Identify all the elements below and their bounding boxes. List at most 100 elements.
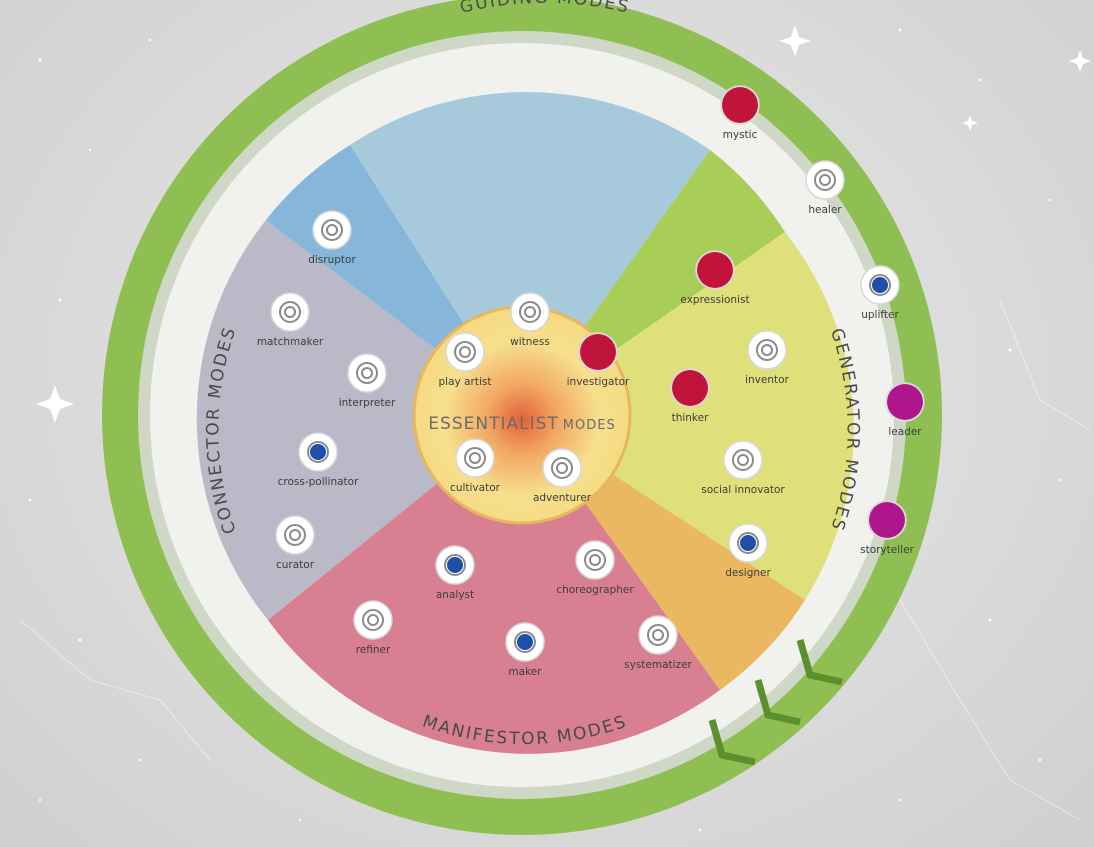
red-marker-icon bbox=[672, 370, 708, 406]
target-icon bbox=[747, 330, 787, 370]
target-ring-icon bbox=[444, 554, 466, 576]
mode-node-choreographer[interactable]: choreographer bbox=[556, 540, 634, 596]
target-center-icon bbox=[589, 554, 601, 566]
mode-node-play-artist[interactable]: play artist bbox=[439, 332, 492, 388]
mode-node-adventurer[interactable]: adventurer bbox=[533, 448, 592, 504]
mode-label: systematizer bbox=[624, 659, 692, 671]
mode-node-refiner[interactable]: refiner bbox=[353, 600, 393, 656]
target-ring-icon bbox=[464, 447, 486, 469]
magenta-marker-icon bbox=[887, 384, 923, 420]
target-center-icon bbox=[367, 614, 379, 626]
mode-node-interpreter[interactable]: interpreter bbox=[339, 353, 396, 409]
mode-label: social innovator bbox=[701, 484, 785, 496]
target-icon bbox=[270, 292, 310, 332]
target-center-icon bbox=[284, 306, 296, 318]
target-ring-icon bbox=[284, 524, 306, 546]
target-ring-icon bbox=[279, 301, 301, 323]
mode-node-leader[interactable]: leader bbox=[885, 382, 925, 438]
target-icon bbox=[353, 600, 393, 640]
mode-label: maker bbox=[508, 666, 542, 678]
mode-node-disruptor[interactable]: disruptor bbox=[308, 210, 356, 266]
target-ring-icon bbox=[756, 339, 778, 361]
mode-label: disruptor bbox=[308, 254, 356, 266]
red-marker-icon bbox=[697, 252, 733, 288]
mode-label: thinker bbox=[672, 412, 710, 424]
mode-node-cultivator[interactable]: cultivator bbox=[450, 438, 501, 494]
mode-node-storyteller[interactable]: storyteller bbox=[860, 500, 915, 556]
target-icon bbox=[445, 332, 485, 372]
target-center-icon bbox=[524, 306, 536, 318]
mode-node-designer[interactable]: designer bbox=[725, 523, 771, 579]
target-center-icon bbox=[737, 454, 749, 466]
mode-node-analyst[interactable]: analyst bbox=[435, 545, 475, 601]
mode-label: storyteller bbox=[860, 544, 914, 556]
generator-yellow-sector bbox=[522, 232, 854, 600]
mode-node-mystic[interactable]: mystic bbox=[720, 85, 760, 141]
target-center-icon bbox=[469, 452, 481, 464]
mode-node-matchmaker[interactable]: matchmaker bbox=[257, 292, 324, 348]
mode-label: expressionist bbox=[680, 294, 749, 306]
blue-marker-icon bbox=[872, 277, 888, 293]
target-ring-icon bbox=[737, 532, 759, 554]
blue-marker-icon bbox=[517, 634, 533, 650]
target-center-icon bbox=[556, 462, 568, 474]
target-ring-icon bbox=[647, 624, 669, 646]
mode-label: inventor bbox=[745, 374, 789, 386]
guiding-blue-sector-top bbox=[350, 92, 710, 416]
mode-nodes: mystic healer uplifter leader storyteller dis… bbox=[257, 85, 925, 678]
mode-label: cultivator bbox=[450, 482, 501, 494]
mode-node-witness[interactable]: witness bbox=[510, 292, 550, 348]
red-marker-icon bbox=[722, 87, 758, 123]
mode-node-cross-pollinator[interactable]: cross-pollinator bbox=[278, 432, 359, 488]
target-center-icon bbox=[459, 346, 471, 358]
red-marker-icon bbox=[580, 334, 616, 370]
mode-label: interpreter bbox=[339, 397, 396, 409]
target-icon bbox=[723, 440, 763, 480]
target-ring-icon bbox=[321, 219, 343, 241]
target-ring-icon bbox=[514, 631, 536, 653]
target-ring-icon bbox=[869, 274, 891, 296]
target-icon bbox=[312, 210, 352, 250]
mode-node-uplifter[interactable]: uplifter bbox=[860, 265, 900, 321]
mode-node-maker[interactable]: maker bbox=[505, 622, 545, 678]
mode-node-investigator[interactable]: investigator bbox=[567, 332, 630, 388]
mode-label: analyst bbox=[436, 589, 474, 601]
mode-label: adventurer bbox=[533, 492, 592, 504]
mode-label: investigator bbox=[567, 376, 630, 388]
target-icon bbox=[347, 353, 387, 393]
mode-node-social-innovator[interactable]: social innovator bbox=[701, 440, 785, 496]
target-icon bbox=[542, 448, 582, 488]
mode-label: mystic bbox=[723, 129, 758, 141]
target-ring-icon bbox=[356, 362, 378, 384]
mode-label: uplifter bbox=[861, 309, 899, 321]
chevron-arrows-icon bbox=[708, 639, 843, 766]
target-ring-icon bbox=[551, 457, 573, 479]
target-center-icon bbox=[652, 629, 664, 641]
mode-label: play artist bbox=[439, 376, 492, 388]
mode-node-inventor[interactable]: inventor bbox=[745, 330, 790, 386]
mode-label: matchmaker bbox=[257, 336, 324, 348]
sparkle-decoration bbox=[36, 25, 1091, 423]
mode-node-healer[interactable]: healer bbox=[805, 160, 845, 216]
mode-node-curator[interactable]: curator bbox=[275, 515, 315, 571]
target-icon bbox=[575, 540, 615, 580]
magenta-marker-icon bbox=[869, 502, 905, 538]
constellation-lines bbox=[19, 299, 1091, 821]
target-center-icon bbox=[326, 224, 338, 236]
mode-node-systematizer[interactable]: systematizer bbox=[624, 615, 693, 671]
starfield-decoration bbox=[28, 18, 1082, 832]
target-ring-icon bbox=[814, 169, 836, 191]
target-ring-icon bbox=[519, 301, 541, 323]
target-icon bbox=[510, 292, 550, 332]
target-icon bbox=[275, 515, 315, 555]
target-ring-icon bbox=[732, 449, 754, 471]
mode-label: cross-pollinator bbox=[278, 476, 359, 488]
target-icon bbox=[638, 615, 678, 655]
mode-node-expressionist[interactable]: expressionist bbox=[680, 250, 750, 306]
target-ring-icon bbox=[584, 549, 606, 571]
mode-node-thinker[interactable]: thinker bbox=[670, 368, 710, 424]
blue-marker-icon bbox=[740, 535, 756, 551]
target-center-icon bbox=[289, 529, 301, 541]
